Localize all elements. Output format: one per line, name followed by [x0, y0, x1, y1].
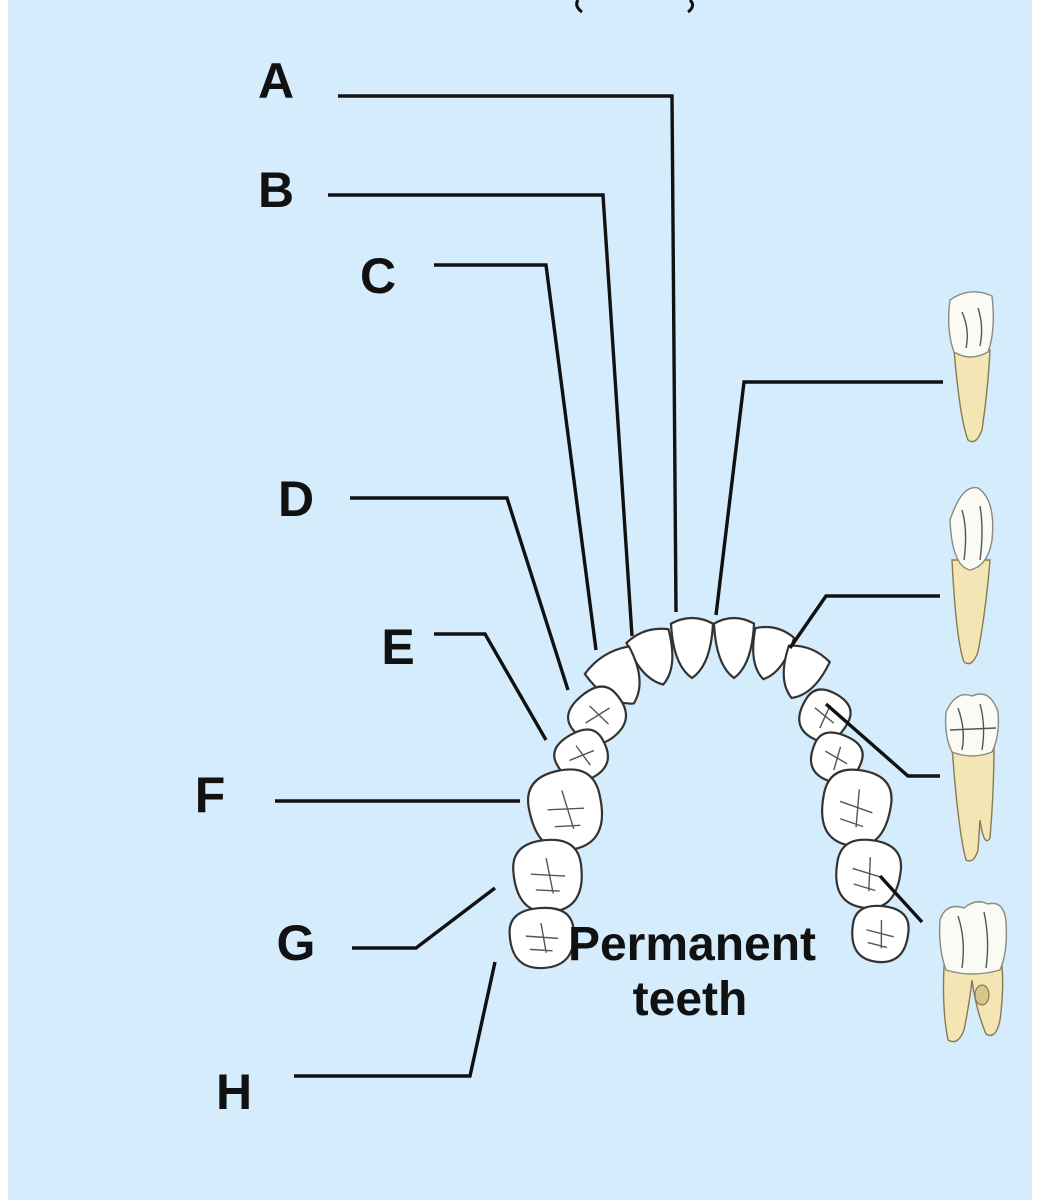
leader-line-h — [294, 961, 497, 1078]
incisor-tooth — [669, 616, 715, 680]
label-f: F — [195, 767, 226, 823]
leader-line-a — [338, 94, 678, 613]
molar-tooth-illustration — [938, 901, 1008, 1043]
label-h: H — [216, 1064, 252, 1120]
molar-tooth — [508, 906, 575, 970]
caption-line-1: Permanent — [568, 918, 816, 971]
leader-line-b — [328, 193, 634, 637]
cropped-title-fragment — [575, 0, 583, 14]
canine-tooth-illustration — [949, 486, 994, 665]
label-a: A — [258, 53, 294, 109]
leader-line-incisor — [714, 380, 943, 616]
leader-line-molar — [878, 874, 924, 924]
incisor-tooth — [752, 625, 796, 681]
dental-arch — [508, 616, 910, 970]
label-g: G — [277, 915, 316, 971]
molar-tooth — [821, 768, 893, 848]
leader-line-d — [350, 496, 570, 691]
label-d: D — [278, 471, 314, 527]
molar-tooth — [851, 904, 910, 964]
leader-line-canine — [788, 594, 940, 649]
canine-tooth — [782, 644, 832, 700]
cropped-title-fragment — [687, 0, 695, 14]
leader-line-e — [434, 632, 548, 741]
label-b: B — [258, 162, 294, 218]
label-e: E — [381, 619, 414, 675]
incisor-tooth — [625, 627, 674, 686]
leader-line-c — [434, 263, 598, 651]
diagram-background — [8, 0, 1032, 1200]
label-letters: A B C D E F G H — [195, 53, 415, 1120]
leader-line-g — [352, 886, 497, 950]
label-c: C — [360, 248, 396, 304]
incisor-tooth — [712, 616, 756, 680]
molar-tooth — [835, 838, 903, 910]
leader-line-premolar — [824, 702, 940, 778]
caption-line-2: teeth — [633, 973, 748, 1026]
leader-lines — [275, 94, 943, 1078]
incisor-tooth-illustration — [947, 291, 995, 443]
premolar-tooth-illustration — [944, 693, 1000, 862]
